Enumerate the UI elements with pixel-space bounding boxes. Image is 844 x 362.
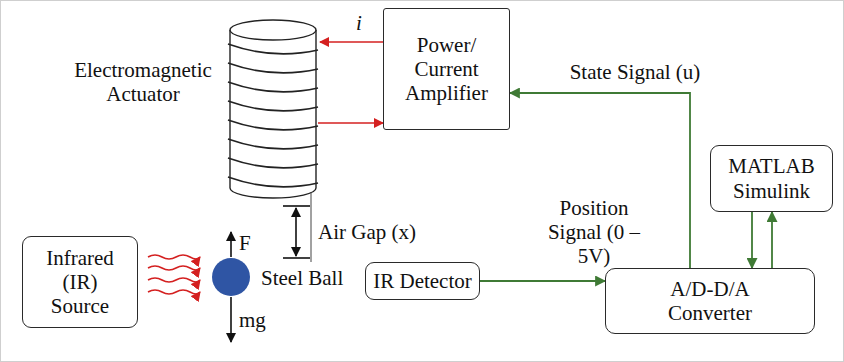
force-symbol: F — [239, 231, 251, 255]
force-arrows — [230, 232, 232, 342]
force-symbol: mg — [239, 308, 266, 332]
steel-ball — [212, 258, 250, 296]
box-label: MATLAB Simulink — [721, 154, 822, 202]
sensor-box: IR Detector — [365, 262, 480, 300]
source-box: Infrared (IR) Source — [22, 236, 138, 328]
signal-connector — [751, 212, 753, 268]
signal-label: Position Signal (0 – 5V) — [540, 196, 648, 268]
signal-connector — [480, 280, 605, 282]
box-label: A/D-D/A Converter — [650, 277, 770, 325]
software-box: MATLAB Simulink — [710, 145, 833, 212]
dimension-label: Air Gap (x) — [318, 220, 416, 244]
current-wires — [318, 42, 383, 123]
infrared-rays — [148, 255, 200, 294]
signal-label: State Signal (u) — [526, 60, 744, 84]
signal-connector — [771, 212, 773, 268]
box-label: Infrared (IR) Source — [39, 246, 121, 318]
box-label: IR Detector — [373, 269, 472, 293]
amplifier-box: Power/ Current Amplifier — [383, 8, 510, 130]
part-name: Steel Ball — [261, 266, 343, 290]
air-gap-dimension — [283, 192, 311, 262]
signal-connector — [510, 93, 690, 268]
converter-box: A/D-D/A Converter — [605, 268, 815, 334]
box-label: Power/ Current Amplifier — [398, 33, 495, 105]
actuator-label: Electromagnetic Actuator — [60, 58, 226, 106]
current-symbol: i — [356, 11, 362, 35]
coil-windings — [228, 44, 318, 187]
